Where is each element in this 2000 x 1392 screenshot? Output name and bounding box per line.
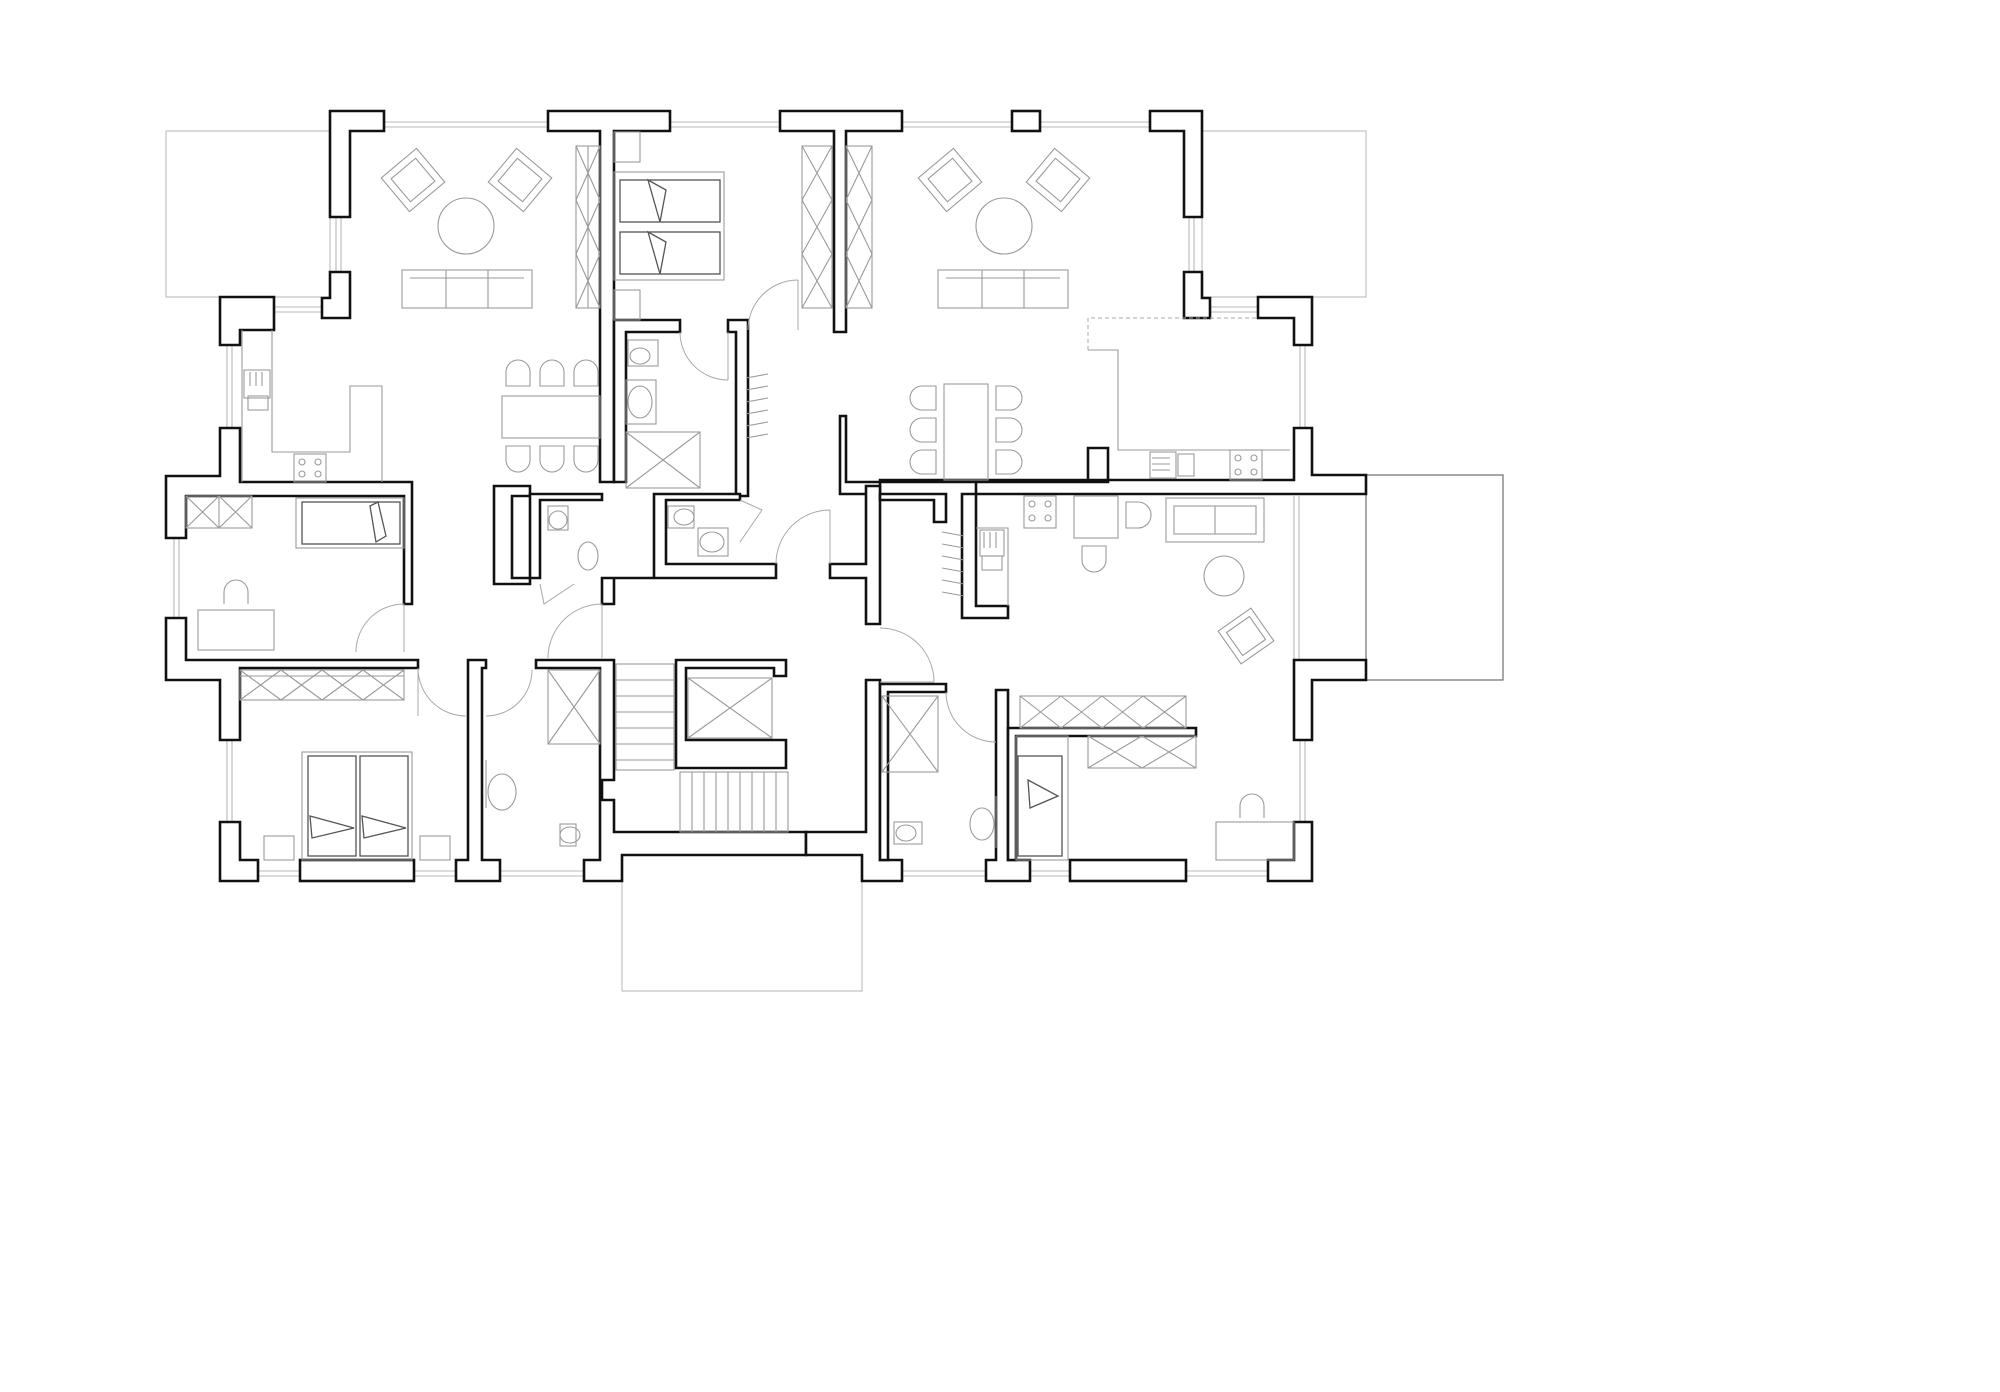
door-swing-icon (747, 279, 799, 331)
bed-icon (295, 497, 405, 549)
apartment-northeast-furniture (801, 145, 1290, 481)
sink-icon (577, 541, 599, 571)
armchair-icon (917, 147, 983, 213)
door-swing-icon (679, 331, 729, 381)
toilet-icon (559, 823, 581, 847)
stair (615, 663, 789, 833)
bed-icon (301, 751, 413, 861)
study-furniture (185, 495, 451, 861)
dining-chair-icon (909, 385, 1023, 475)
toilet-icon (893, 821, 923, 845)
doors (355, 279, 997, 743)
bed-icon (1015, 735, 1069, 861)
walls (164, 109, 1368, 883)
door-swing-icon (417, 667, 467, 717)
sink-icon (625, 379, 657, 425)
sink-icon (697, 527, 729, 557)
shower-icon (625, 431, 701, 489)
fridge (1073, 495, 1119, 539)
bed-icon (613, 171, 725, 281)
kitchen-counter (241, 330, 383, 482)
desk-chair (223, 579, 249, 604)
nightstand (263, 835, 295, 861)
armchair-icon (1025, 147, 1091, 213)
desk (1215, 821, 1295, 861)
stove-icon (293, 453, 327, 483)
door-swing-icon (355, 603, 405, 653)
terrace-east (1365, 474, 1504, 681)
round-table-icon (975, 197, 1033, 255)
shoe-rack (941, 531, 965, 597)
door-swing-icon (485, 669, 533, 717)
door-swing-icon (739, 499, 763, 543)
wardrobe-icon (185, 495, 253, 529)
door-swing-icon (539, 583, 575, 605)
desk-chair (1239, 793, 1265, 818)
entrance-canopy (621, 854, 863, 992)
round-table-icon (437, 197, 495, 255)
toilet-icon (627, 339, 659, 367)
armchair-icon (380, 147, 446, 213)
door-swing-icon (547, 603, 603, 659)
toilet-icon (547, 505, 569, 531)
middle-units-furniture (547, 131, 769, 571)
stair-core (615, 663, 789, 833)
round-table-icon (1203, 555, 1245, 597)
armchair-icon (1217, 607, 1275, 665)
wardrobe-icon (1019, 695, 1197, 769)
wardrobe-icon (801, 145, 873, 309)
dining-table (943, 383, 989, 481)
terrace-northeast (1201, 130, 1367, 298)
sofa-icon (937, 269, 1069, 309)
dining-chair-icon (1081, 545, 1107, 573)
sink-icon (969, 796, 997, 848)
bathroom-southwest (485, 669, 601, 847)
kitchen-counter (976, 527, 1009, 606)
elevator (687, 677, 773, 739)
shower-icon (881, 695, 939, 773)
stove-icon (1229, 449, 1263, 481)
armchair-icon (487, 147, 553, 213)
floor-plan-drawing (164, 109, 1504, 992)
shower-icon (547, 669, 601, 745)
toilet-icon (667, 505, 695, 529)
door-swing-icon (879, 627, 935, 683)
terrace-west (165, 130, 331, 298)
sink-icon (485, 760, 517, 811)
apartment-southeast-furniture (881, 495, 1295, 861)
apartment-northwest-furniture (241, 145, 601, 483)
wardrobe-icon (575, 145, 601, 309)
nightstand (419, 835, 451, 861)
kitchen-counter (1087, 317, 1290, 479)
door-swing-icon (945, 691, 997, 743)
sofa-icon (1165, 497, 1265, 543)
desk (197, 609, 275, 651)
stove-icon (1023, 495, 1057, 529)
wardrobe-icon (239, 669, 405, 701)
door-swing-icon (775, 509, 831, 565)
dining-chair-icon (1125, 501, 1152, 529)
dining-table (501, 395, 601, 439)
sofa-icon (401, 269, 533, 309)
shoe-rack (745, 373, 769, 439)
wardrobe-icon (613, 131, 641, 321)
floor-plan (164, 109, 1504, 992)
dining-chair-icon (505, 359, 599, 473)
